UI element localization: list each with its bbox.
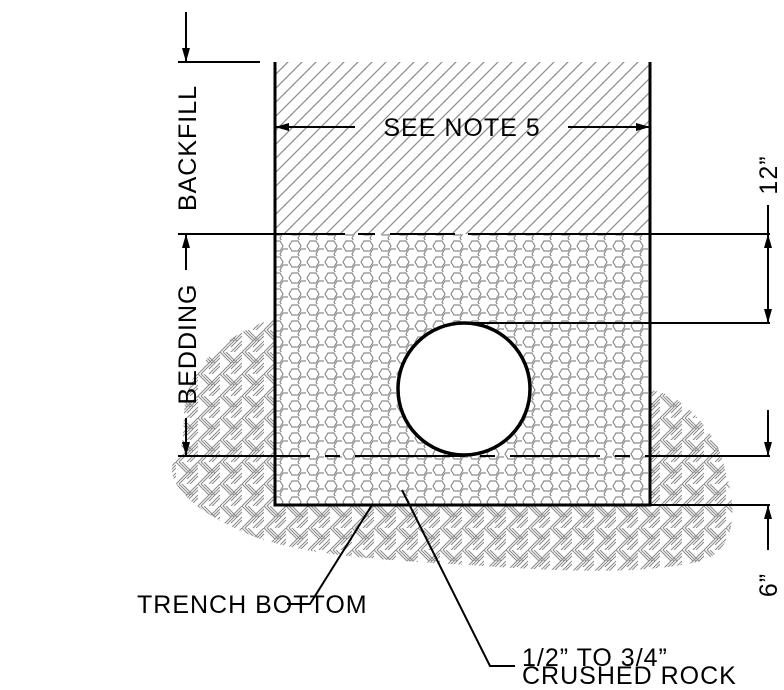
crushed-rock-label-line2: CRUSHED ROCK — [522, 662, 737, 690]
dim-6-label: 6” — [755, 573, 783, 597]
trench-outline — [273, 62, 652, 507]
bedding-label: BEDDING — [174, 284, 202, 405]
crushed-rock-label-line1: 1/2” TO 3/4” — [522, 644, 668, 672]
trench-bottom-label: TRENCH BOTTOM — [137, 591, 368, 619]
trench-bottom-leader — [287, 504, 373, 605]
native-soil-hatch — [171, 318, 733, 571]
see-note-label: SEE NOTE 5 — [383, 114, 540, 142]
backfill-zone — [275, 62, 650, 234]
crushed-rock-leader — [401, 489, 515, 667]
backfill-label: BACKFILL — [174, 85, 202, 211]
pipe-circle — [396, 321, 532, 457]
dim-12-label: 12” — [755, 155, 783, 194]
